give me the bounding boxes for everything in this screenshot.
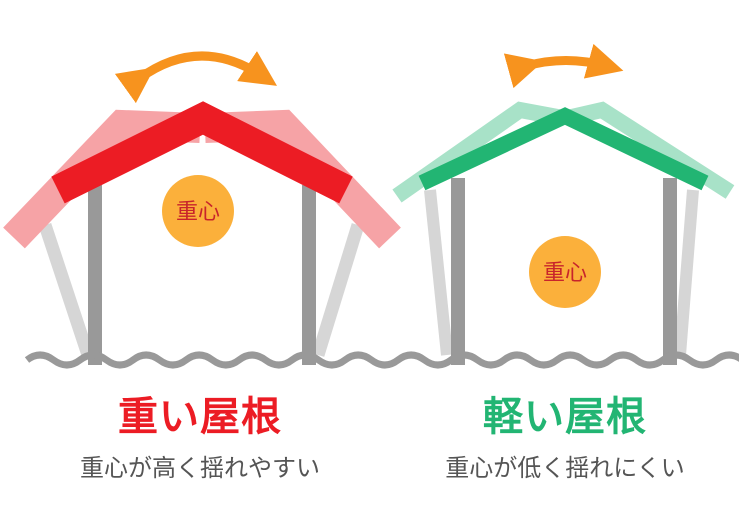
heavy-roof-subtitle: 重心が高く揺れやすい: [80, 454, 320, 482]
ground-wave: [24, 351, 739, 369]
center-of-gravity: [529, 236, 601, 308]
heavy-roof-title: 重い屋根: [118, 394, 282, 440]
heavy-roof-house: 重心: [3, 51, 401, 365]
cg-label: 重心: [543, 261, 587, 286]
swayed-post-right: [674, 189, 699, 356]
cg-label: 重心: [176, 200, 220, 225]
center-of-gravity: [162, 175, 234, 247]
light-roof-subtitle: 重心が低く揺れにくい: [445, 454, 685, 482]
light-roof: [418, 107, 709, 191]
swayed-post-left: [38, 222, 95, 358]
swayed-post-left: [424, 189, 453, 356]
light-roof-house: 重心: [392, 43, 735, 365]
sway-arrow-icon: [503, 43, 624, 89]
heavy-roof: [51, 101, 353, 204]
swayed-post-right: [311, 223, 365, 357]
light-roof-title: 軽い屋根: [483, 394, 647, 440]
sway-arrow-icon: [114, 51, 278, 104]
